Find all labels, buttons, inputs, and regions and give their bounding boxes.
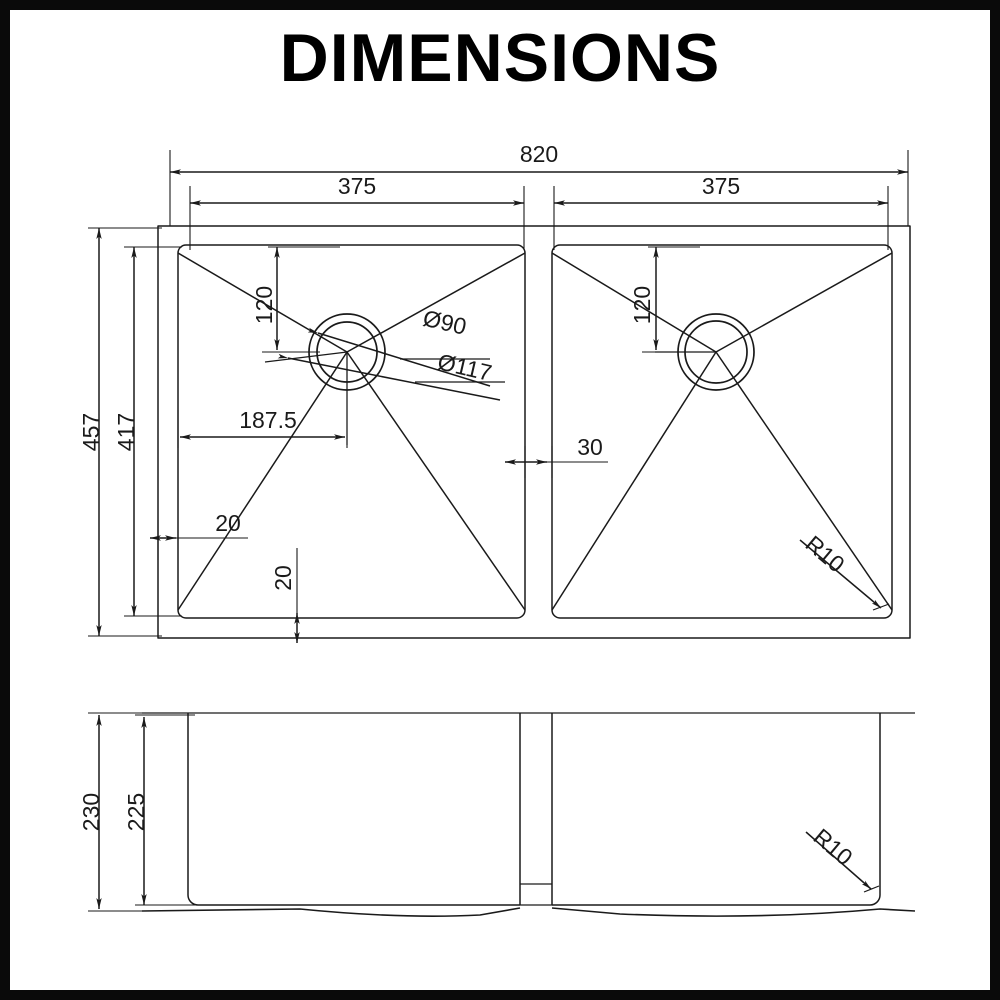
leader-drain-inner-dia-90 (307, 327, 491, 387)
label-drain-outer-dia-117: Ø117 (435, 348, 494, 386)
dim-right-bowl-width-375 (553, 186, 889, 250)
dim-divider-width-30 (505, 446, 608, 478)
leader-corner-radius-r10-plan (799, 539, 890, 611)
elevation-right-bowl (551, 713, 881, 906)
dim-overall-depth-457 (88, 227, 162, 637)
page-title: DIMENSIONS (279, 20, 721, 96)
label-right-bowl-width-375: 375 (702, 173, 740, 199)
label-overall-height-230: 230 (78, 793, 104, 831)
plan-right-bowl (551, 244, 893, 619)
dim-left-bowl-width-375 (189, 186, 525, 250)
dim-right-drain-from-top-120 (642, 246, 700, 353)
dim-rim-offset-bottom-20 (280, 548, 316, 643)
label-left-drain-from-top-120: 120 (251, 286, 277, 324)
plan-outer-rim (157, 225, 911, 639)
dim-overall-width-820 (169, 150, 909, 226)
label-bowl-height-225: 225 (123, 793, 149, 831)
elevation-left-bowl (187, 713, 521, 906)
label-right-drain-from-top-120: 120 (629, 286, 655, 324)
label-overall-width-820: 820 (520, 141, 558, 167)
label-drain-inner-dia-90: Ø90 (421, 305, 469, 340)
dim-bowl-depth-417 (124, 246, 182, 617)
label-rim-offset-bottom-20: 20 (270, 565, 296, 591)
dimension-text-layer: 820 375 375 457 417 120 120 187.5 20 20 … (78, 141, 858, 870)
label-corner-radius-r10-elevation: R10 (809, 823, 858, 870)
label-left-bowl-width-375: 375 (338, 173, 376, 199)
leader-corner-radius-r10-elevation (805, 831, 880, 893)
elevation-base-profile (141, 907, 916, 917)
label-divider-width-30: 30 (577, 434, 603, 460)
plan-left-bowl (177, 244, 526, 619)
label-overall-depth-457: 457 (78, 413, 104, 451)
label-drain-from-left-187-5: 187.5 (239, 407, 297, 433)
dim-overall-height-230 (88, 712, 150, 912)
dim-drain-from-left-187-5 (177, 352, 348, 448)
leader-drain-outer-dia-117 (277, 353, 505, 401)
dim-left-drain-from-top-120 (262, 246, 340, 353)
dim-bowl-height-225 (135, 714, 195, 906)
dim-rim-offset-left-20 (150, 520, 248, 560)
label-bowl-depth-417: 417 (113, 413, 139, 451)
label-rim-offset-left-20: 20 (215, 510, 241, 536)
elevation-divider-foot (520, 883, 552, 906)
